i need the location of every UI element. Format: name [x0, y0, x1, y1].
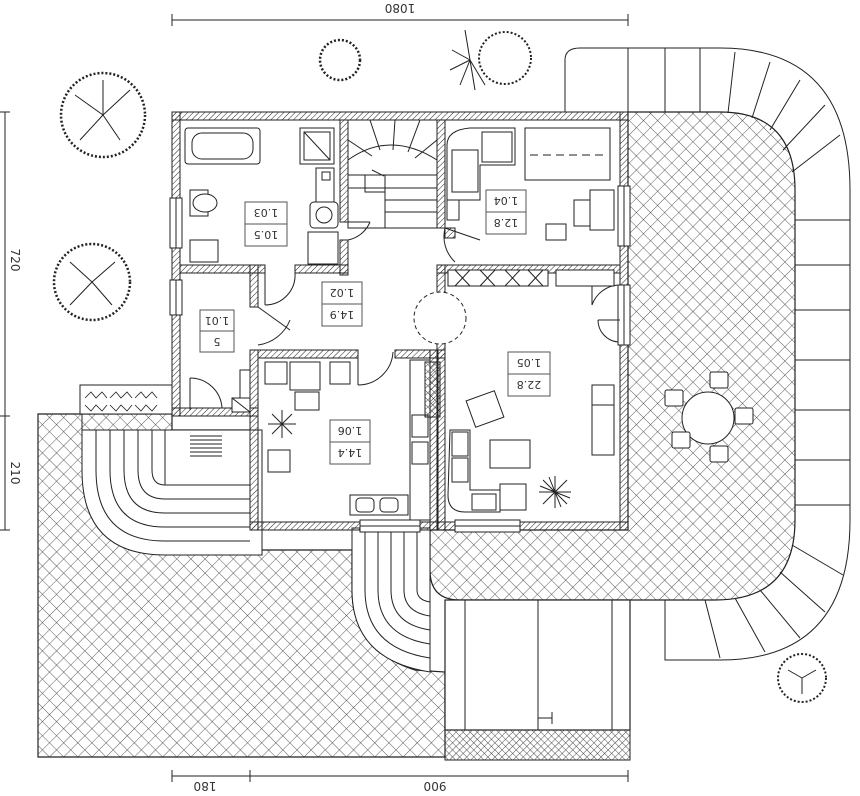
room-area: 10.5: [254, 228, 279, 241]
room-id: 1.04: [494, 194, 519, 207]
planter-shrubs: [84, 391, 158, 412]
interior-walls: [179, 119, 621, 531]
room-area: 22.8: [517, 378, 542, 391]
dimension-bottom-left: 180: [194, 779, 217, 793]
room-label-1-01: 1.01 5: [199, 309, 235, 353]
windows: [169, 185, 631, 533]
terrace-steps-left: [81, 414, 263, 556]
room-id: 1.02: [330, 286, 355, 299]
bathroom-fixtures: [184, 127, 339, 265]
room-id: 1.05: [517, 356, 542, 369]
terrace-steps-right: [564, 47, 851, 661]
room-id: 1.06: [338, 424, 363, 437]
dimension-left-lower: 210: [8, 462, 22, 485]
room-label-1-03: 1.03 10.5: [244, 201, 288, 247]
room-label-1-06: 1.06 14.4: [329, 419, 371, 465]
staircase: [347, 119, 438, 229]
room-area: 14.9: [330, 308, 355, 321]
dimension-bottom-right: 900: [424, 779, 447, 793]
room-area: 12.8: [494, 216, 519, 229]
room-1-04-furniture: [446, 127, 615, 241]
terrace-right: [429, 111, 796, 601]
kitchen-furniture: [264, 359, 441, 521]
living-room-furniture: [447, 269, 615, 513]
trees: [52, 29, 827, 703]
room-label-1-04: 1.04 12.8: [485, 189, 527, 235]
room-id: 1.01: [205, 314, 230, 327]
room-area: 5: [214, 335, 221, 348]
room-id: 1.03: [254, 206, 279, 219]
room-label-1-05: 1.05 22.8: [507, 351, 551, 397]
room-area: 14.4: [338, 446, 363, 459]
room-label-1-02: 1.02 14.9: [321, 281, 363, 327]
dimension-lines: [0, 14, 629, 782]
dimension-top: 1080: [385, 1, 416, 15]
carport: [444, 599, 631, 761]
round-table-hall: [413, 291, 467, 345]
indoor-plants: [268, 410, 571, 508]
patio-table: [664, 371, 754, 463]
doors: [189, 221, 620, 413]
dimension-left-upper: 720: [8, 249, 22, 272]
terrace-steps-bottom: [351, 527, 431, 673]
planter-left: [79, 384, 173, 415]
